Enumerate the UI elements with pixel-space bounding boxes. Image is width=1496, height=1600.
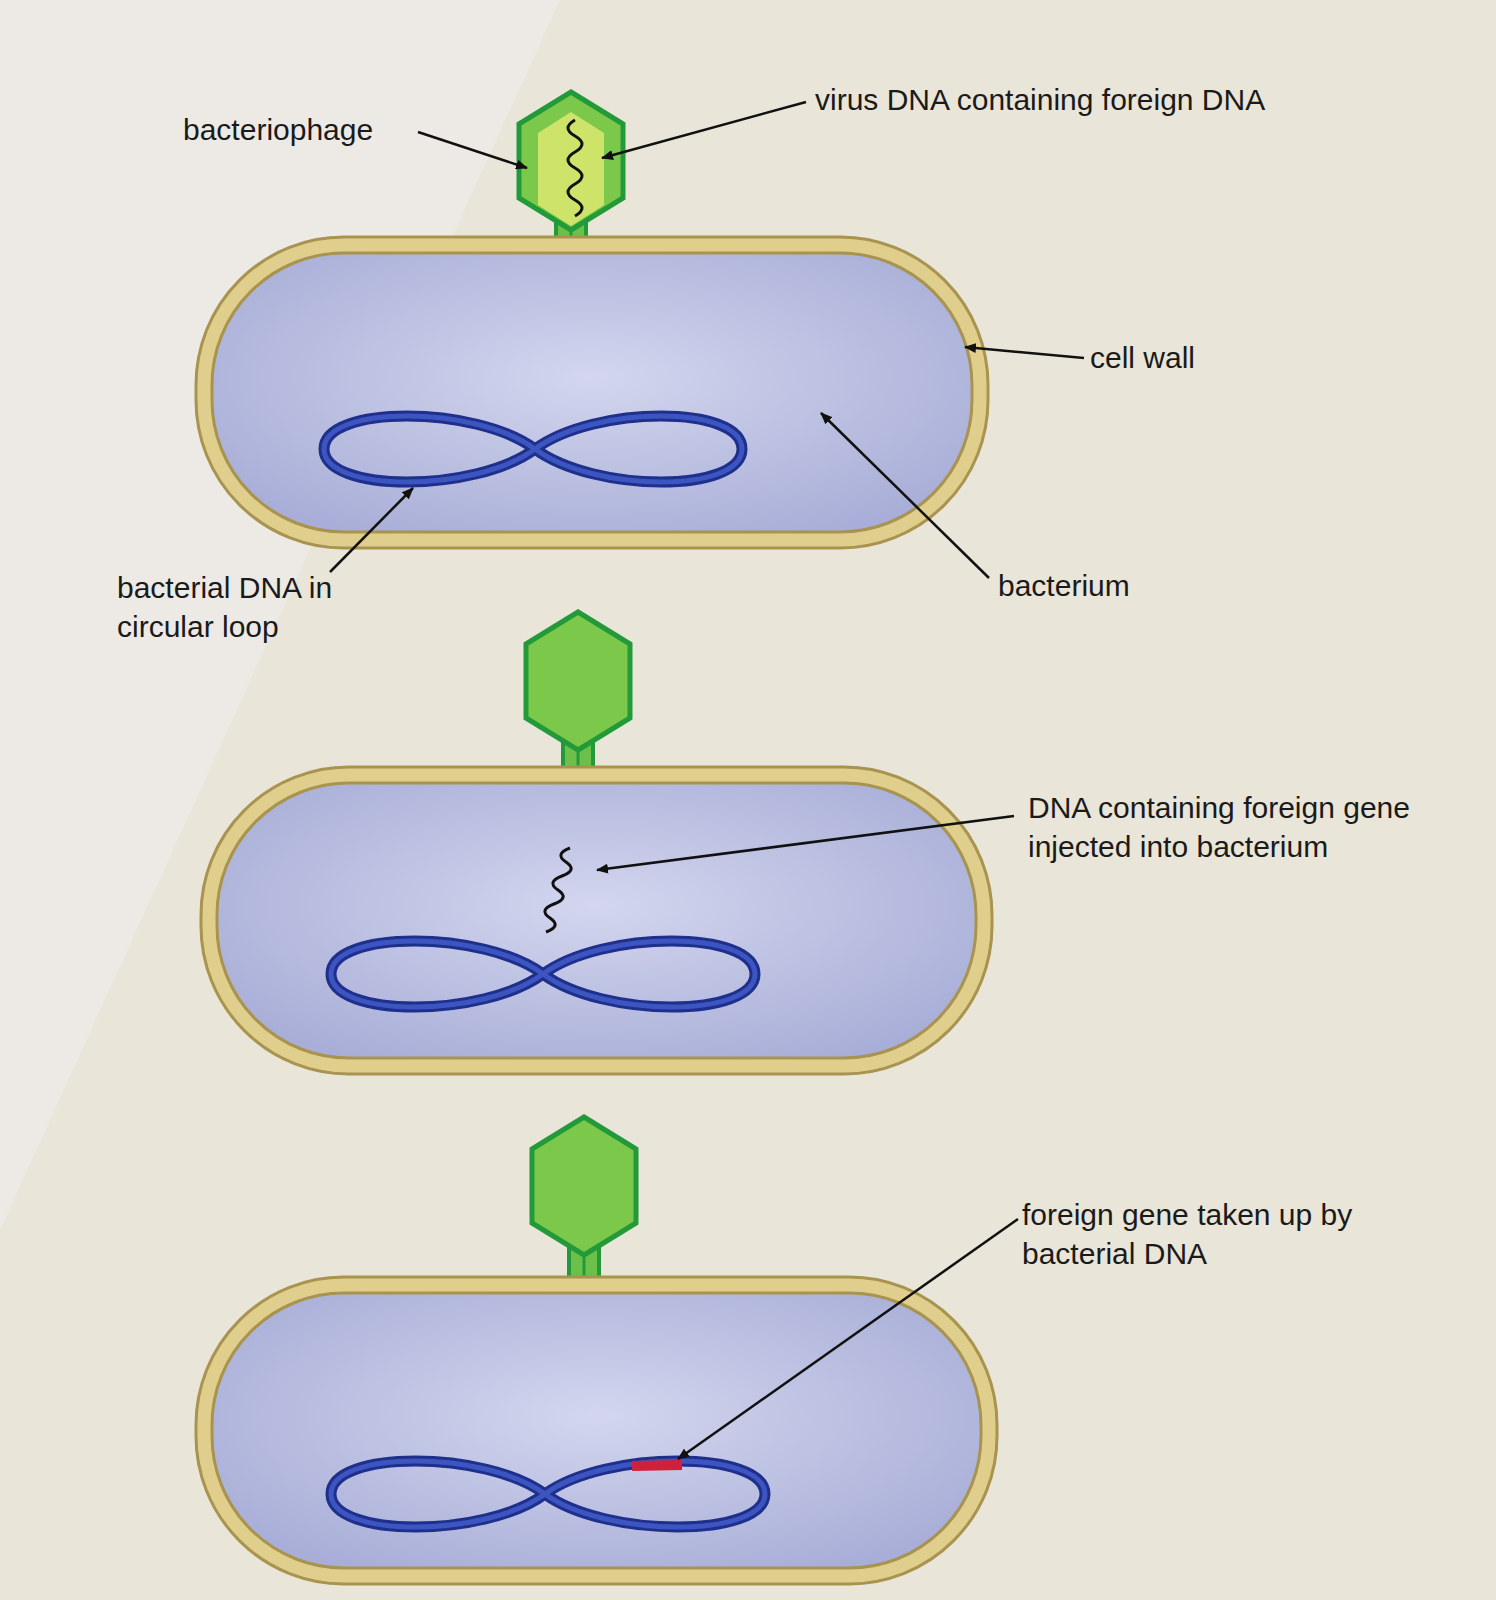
part-label: bacterium [998,566,1238,605]
bacterium-3 [204,1285,989,1576]
phage-2 [526,612,630,792]
phage-3 [532,1117,636,1297]
injected-dna [545,848,571,932]
foreign-gene [632,1465,682,1466]
bacterium-1 [204,245,980,540]
part-label: cell wall [1090,338,1310,377]
leader-lines [330,102,1084,1459]
part-label: bacterial DNA in circular loop [117,568,379,646]
part-label: virus DNA containing foreign DNA [815,80,1375,119]
bacterium-2 [209,775,984,1066]
step-label: DNA containing foreign gene injected int… [1028,788,1423,866]
part-label: bacteriophage [183,110,423,149]
step-label: foreign gene taken up by bacterial DNA [1022,1195,1357,1273]
